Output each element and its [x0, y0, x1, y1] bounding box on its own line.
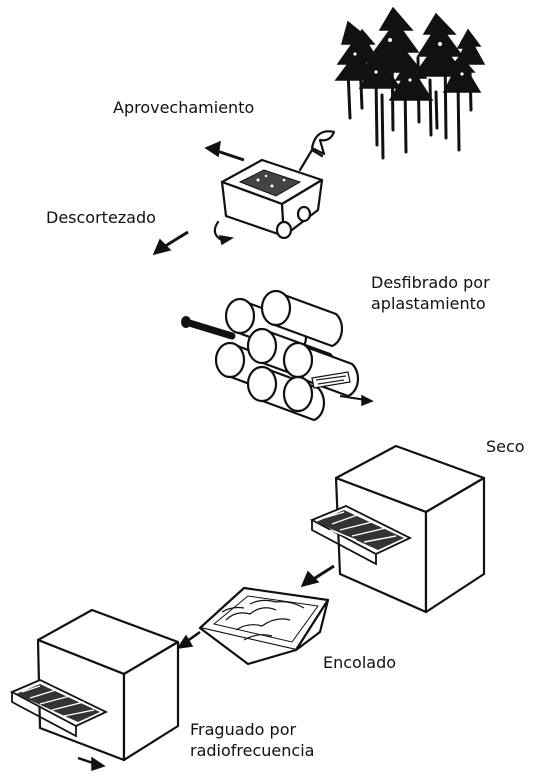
- label-desfibrado-line2: aplastamiento: [371, 294, 486, 313]
- label-seco: Seco: [486, 437, 525, 456]
- label-fraguado-line2: radiofrecuencia: [190, 741, 315, 760]
- label-aprovechamiento: Aprovechamiento: [113, 98, 255, 117]
- label-descortezado: Descortezado: [46, 208, 156, 227]
- roller-crusher-icon: [181, 289, 374, 422]
- arrow-icon: [300, 564, 335, 588]
- label-encolado: Encolado: [323, 653, 397, 672]
- forest-icon: [334, 6, 486, 160]
- dryer-box-icon: [309, 444, 486, 614]
- arrow-icon: [152, 140, 245, 256]
- label-fraguado-line1: Fraguado por: [190, 720, 297, 739]
- label-desfibrado-line1: Desfibrado por: [371, 273, 490, 292]
- debarking-machine-icon: [213, 130, 336, 246]
- press-box-icon: [9, 608, 180, 772]
- glue-tray-icon: [176, 586, 330, 666]
